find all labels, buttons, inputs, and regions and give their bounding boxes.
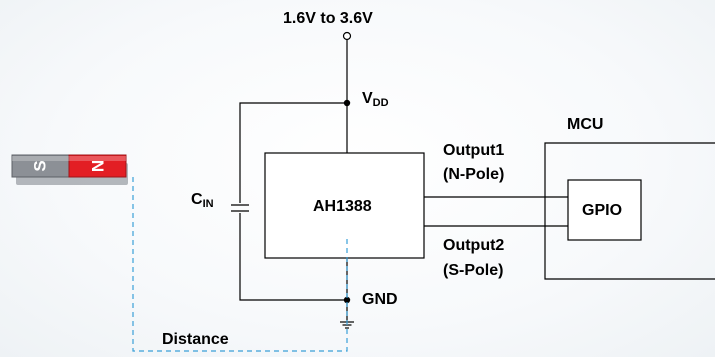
cin-label-sub: IN	[202, 198, 214, 210]
output2-pole-label: (S-Pole)	[443, 262, 504, 279]
magnet-highlight	[12, 156, 126, 161]
cin-bottom-wire	[239, 213, 347, 301]
cin-label: CIN	[191, 191, 214, 210]
vdd-label-sub: DD	[372, 97, 389, 109]
magnet-south-label: S	[31, 160, 50, 171]
output1-name-label: Output1	[443, 142, 505, 159]
vdd-label: VDD	[362, 90, 389, 109]
cin-label-main: C	[191, 191, 203, 208]
distance-dashed-line	[132, 177, 348, 352]
magnet-north-label: N	[89, 160, 108, 172]
distance-label: Distance	[162, 331, 229, 348]
supply-voltage-label: 1.6V to 3.6V	[283, 10, 373, 27]
gpio-label: GPIO	[582, 202, 623, 219]
ic-name-label: AH1388	[313, 198, 372, 215]
vdd-node-dot	[343, 99, 351, 107]
ah1388-ic-box	[264, 152, 425, 259]
gpio-box	[567, 179, 642, 241]
output2-name-label: Output2	[443, 237, 505, 254]
magnet-north-half	[68, 154, 127, 178]
mcu-box	[544, 142, 715, 280]
vdd-label-main: V	[362, 90, 373, 107]
cin-top-wire	[239, 102, 347, 203]
gnd-label: GND	[362, 291, 398, 308]
supply-terminal	[342, 31, 352, 41]
gnd-node-dot	[343, 296, 351, 304]
output1-pole-label: (N-Pole)	[443, 166, 505, 183]
bar-magnet: S N	[11, 154, 128, 185]
mcu-label: MCU	[567, 116, 604, 133]
